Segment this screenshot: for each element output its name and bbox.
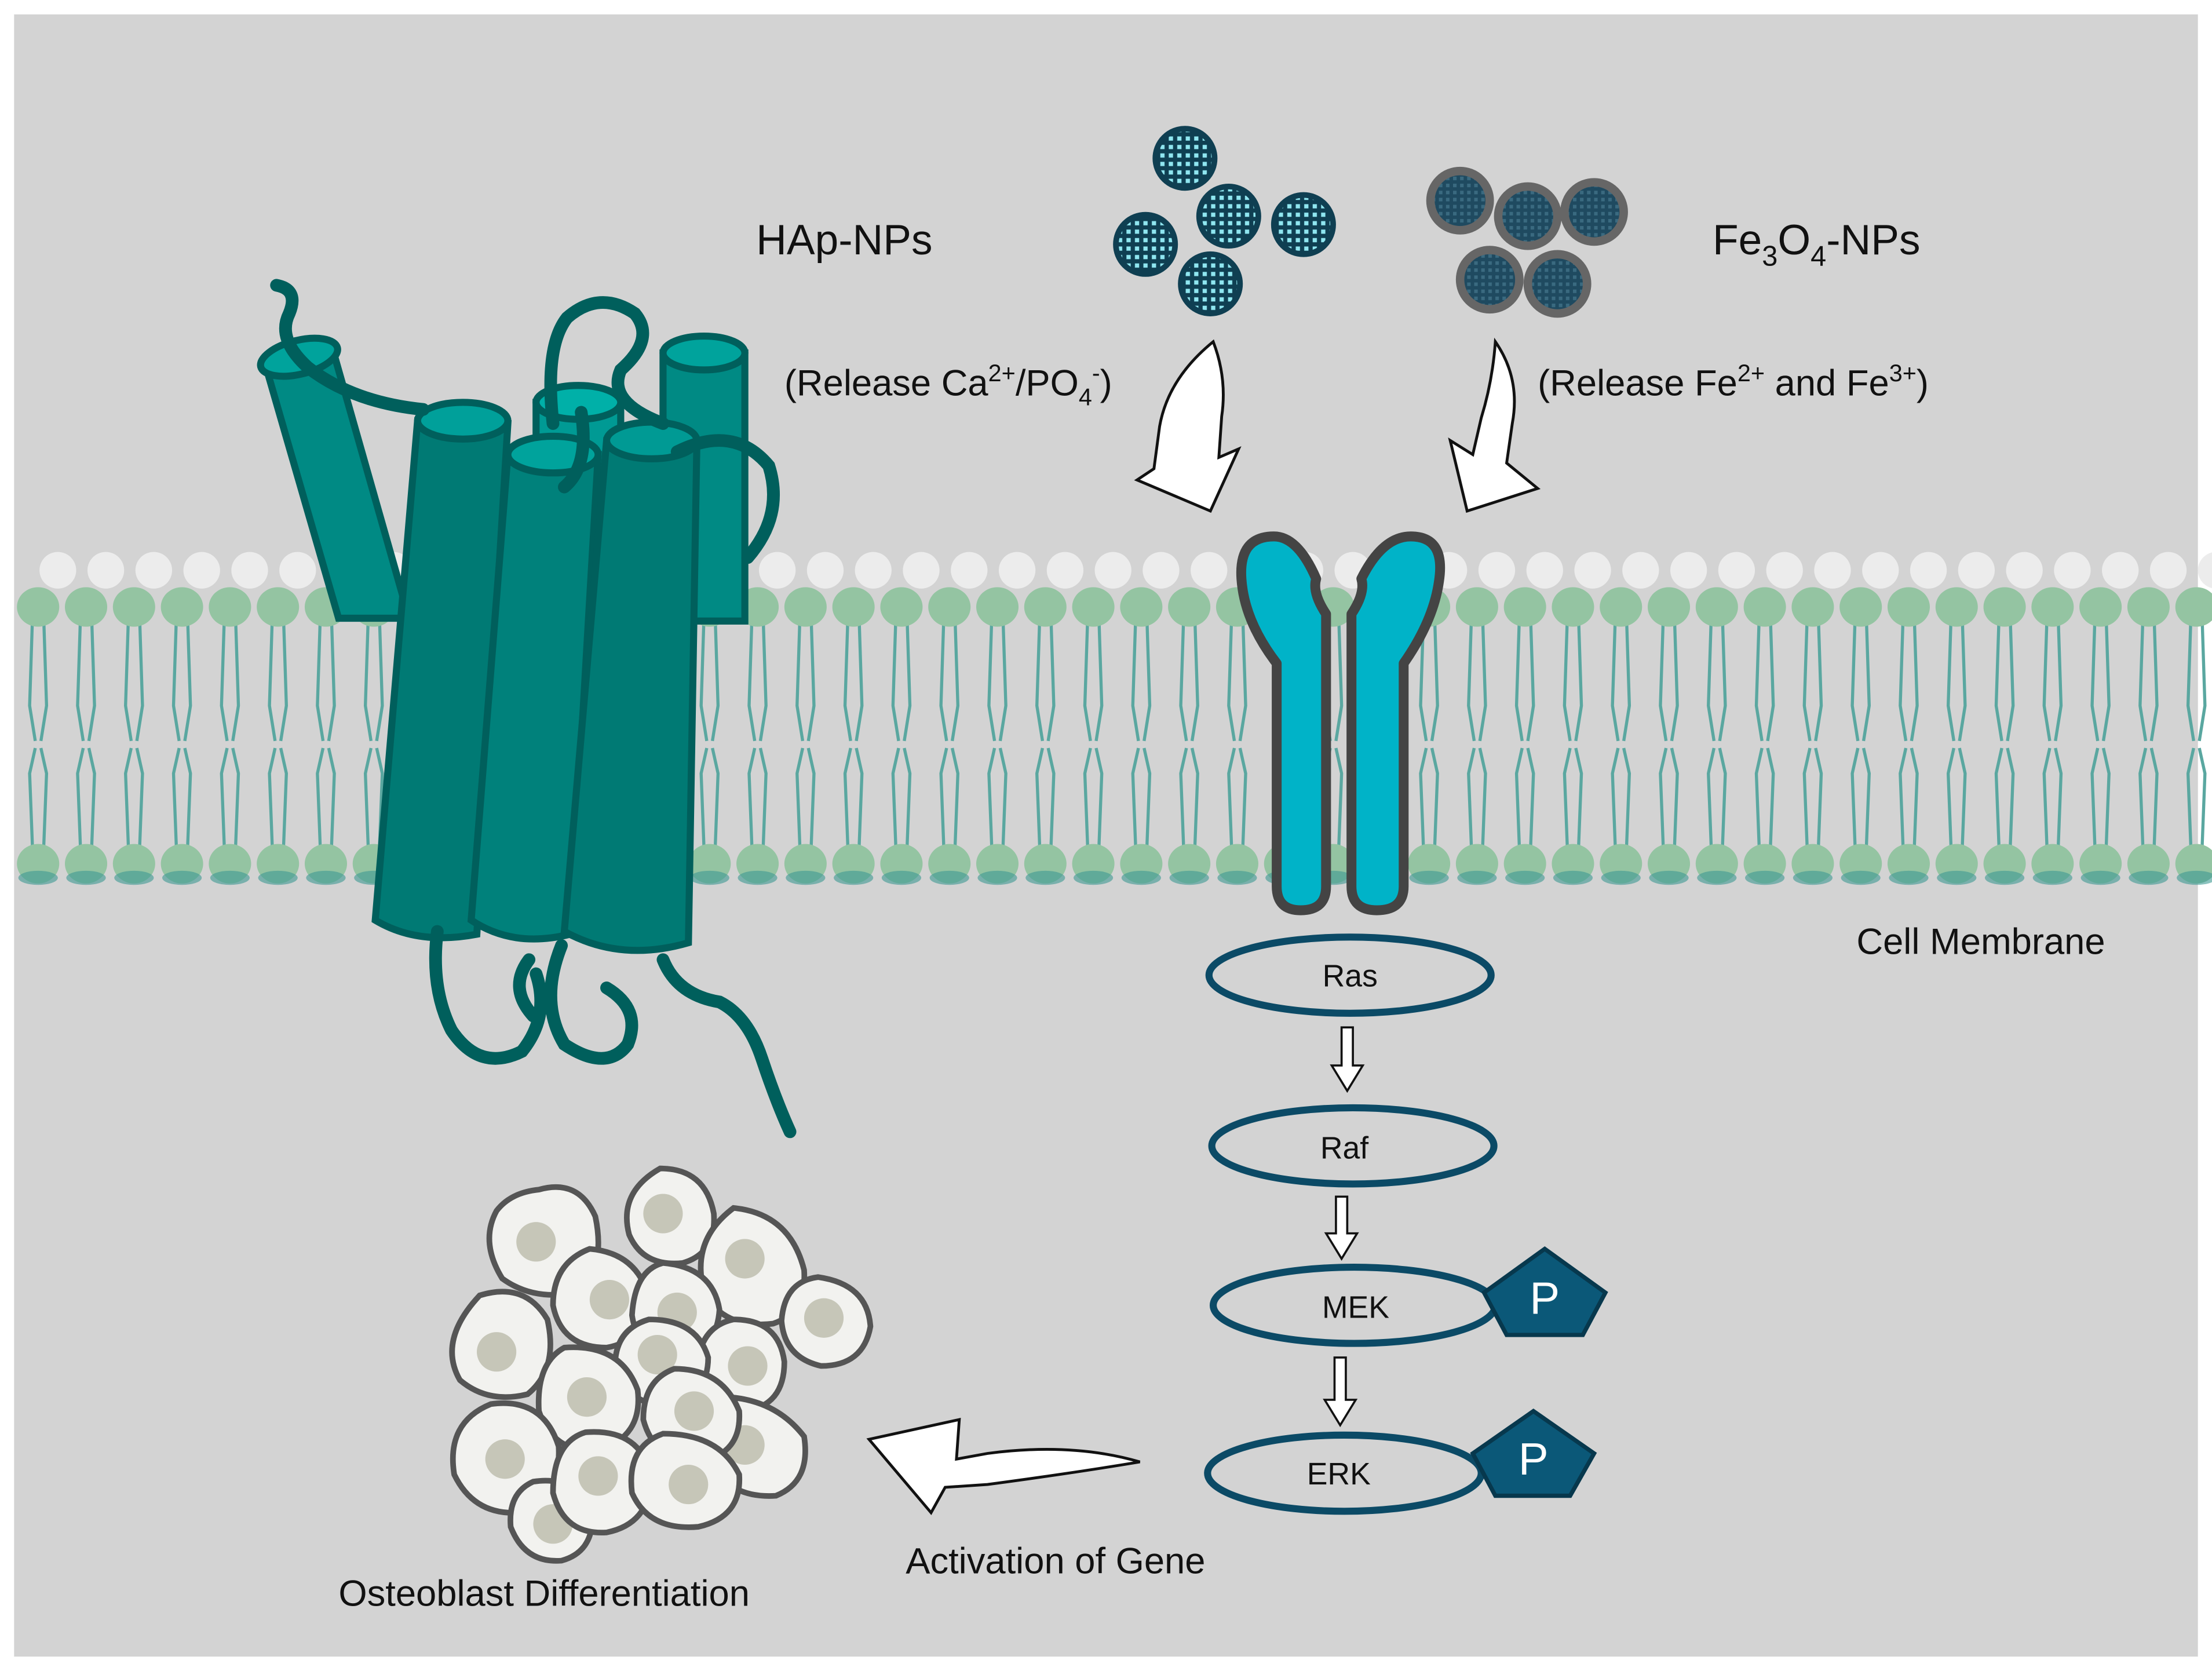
osteoblast-nucleus	[669, 1464, 709, 1505]
release-arrow-left	[1134, 339, 1242, 513]
osteoblast-cluster	[449, 1165, 874, 1564]
osteoblast-nucleus	[725, 1239, 765, 1279]
raf-label: Raf	[1320, 1132, 1368, 1166]
fe-np-3	[1560, 178, 1628, 246]
hap-np-5	[1178, 251, 1243, 316]
fe-np-2	[1494, 182, 1562, 250]
erk-phospho-label: P	[1519, 1433, 1549, 1484]
activation-of-gene-label: Activation of Gene	[906, 1541, 1205, 1581]
fe3o4-nps-label: Fe3O4-NPs	[1713, 217, 1920, 272]
osteoblast-nucleus	[567, 1377, 607, 1417]
osteoblast-nucleus	[516, 1222, 556, 1262]
arrow-mek-erk	[1323, 1356, 1358, 1428]
osteoblast-differentiation-label: Osteoblast Differentiation	[338, 1573, 750, 1614]
osteoblast-nucleus	[804, 1298, 844, 1338]
hap-nps-label: HAp-NPs	[756, 217, 932, 264]
mek-phospho-label: P	[1530, 1272, 1560, 1323]
osteoblast-nucleus	[637, 1334, 677, 1375]
osteoblast-nucleus	[477, 1332, 517, 1372]
osteoblast-nucleus	[674, 1391, 714, 1431]
mek-phospho-badge	[1481, 1246, 1608, 1337]
raf-node	[1208, 1104, 1498, 1188]
arrow-ras-raf	[1330, 1026, 1365, 1093]
fe-np-4	[1455, 246, 1524, 314]
mek-label: MEK	[1322, 1291, 1389, 1325]
hap-np-4	[1113, 211, 1178, 277]
hap-np-2	[1196, 184, 1261, 249]
fe-np-5	[1523, 250, 1592, 318]
erk-phospho-badge	[1470, 1409, 1597, 1498]
hap-nanoparticles	[1113, 126, 1336, 316]
osteoblast-nucleus	[589, 1280, 629, 1320]
helix-front-3	[560, 418, 701, 954]
fe3o4-nanoparticles	[1426, 166, 1628, 318]
osteoblast-nucleus	[485, 1439, 525, 1479]
gene-activation-arrow	[866, 1417, 1141, 1516]
signaling-cascade: Ras Raf MEK P ERK P	[1204, 933, 1608, 1515]
arrow-raf-mek	[1324, 1195, 1359, 1261]
osteoblast-nucleus	[643, 1194, 683, 1234]
hap-np-1	[1152, 126, 1218, 191]
protein-loops-bottom	[429, 925, 797, 1139]
ras-label: Ras	[1323, 959, 1378, 994]
cell-membrane-label: Cell Membrane	[1856, 922, 2105, 962]
release-ca-label: (Release Ca2+/PO4-)	[784, 360, 1112, 410]
release-fe-label: (Release Fe2+ and Fe3+)	[1538, 360, 1929, 403]
transmembrane-protein	[257, 279, 797, 1139]
osteoblast-nucleus	[578, 1456, 618, 1496]
release-arrow-right	[1448, 337, 1541, 513]
protein-loops-top	[270, 279, 780, 564]
fe-np-1	[1426, 166, 1494, 235]
membrane-receptor	[1236, 531, 1446, 915]
hap-np-3	[1271, 192, 1336, 257]
osteoblast-nucleus	[728, 1346, 768, 1386]
helix-front-1	[371, 399, 512, 942]
ras-node	[1205, 933, 1495, 1017]
erk-label: ERK	[1307, 1457, 1371, 1491]
